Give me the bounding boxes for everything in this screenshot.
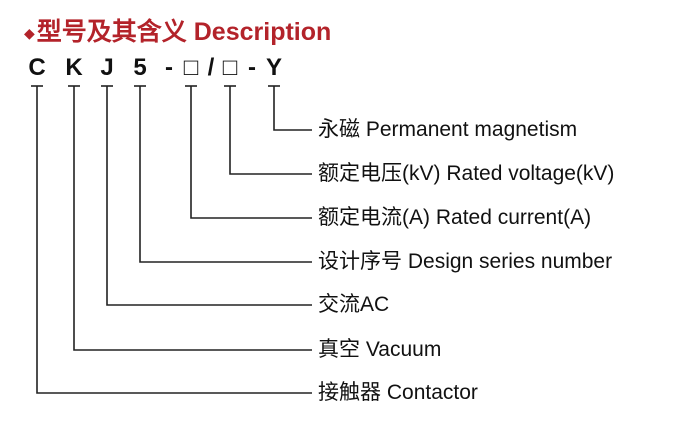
label-vacuum: 真空 Vacuum — [318, 338, 442, 361]
title-en: Description — [193, 18, 332, 46]
connector-k — [73, 86, 312, 351]
code-char-5: 5 — [133, 54, 147, 81]
code-char-dash-1: - — [165, 54, 173, 81]
connector-voltage — [229, 86, 312, 175]
connector-j — [106, 86, 312, 306]
label-rated-current: 额定电流(A) Rated current(A) — [318, 206, 592, 229]
code-char-k: K — [65, 54, 83, 81]
code-char-dash-2: - — [248, 54, 256, 81]
diagram-title: ◆型号及其含义 Description — [24, 12, 331, 48]
diamond-bullet-icon: ◆ — [24, 24, 35, 41]
title-zh: 型号及其含义 — [36, 18, 187, 46]
label-permanent-magnetism: 永磁 Permanent magnetism — [318, 118, 578, 141]
code-char-y: Y — [265, 54, 282, 81]
label-rated-voltage: 额定电压(kV) Rated voltage(kV) — [318, 162, 615, 185]
code-char-slash: / — [207, 54, 215, 81]
label-ac: 交流AC — [318, 293, 390, 316]
connector-design — [139, 86, 312, 263]
label-contactor: 接触器 Contactor — [318, 381, 478, 404]
code-char-box-voltage: □ — [222, 54, 238, 81]
connector-current — [190, 86, 312, 219]
connector-y — [273, 86, 312, 131]
label-design-series-number: 设计序号 Design series number — [318, 250, 613, 273]
code-char-j: J — [100, 54, 114, 81]
connector-c — [36, 86, 312, 394]
code-char-c: C — [28, 54, 46, 81]
code-char-box-current: □ — [183, 54, 199, 81]
